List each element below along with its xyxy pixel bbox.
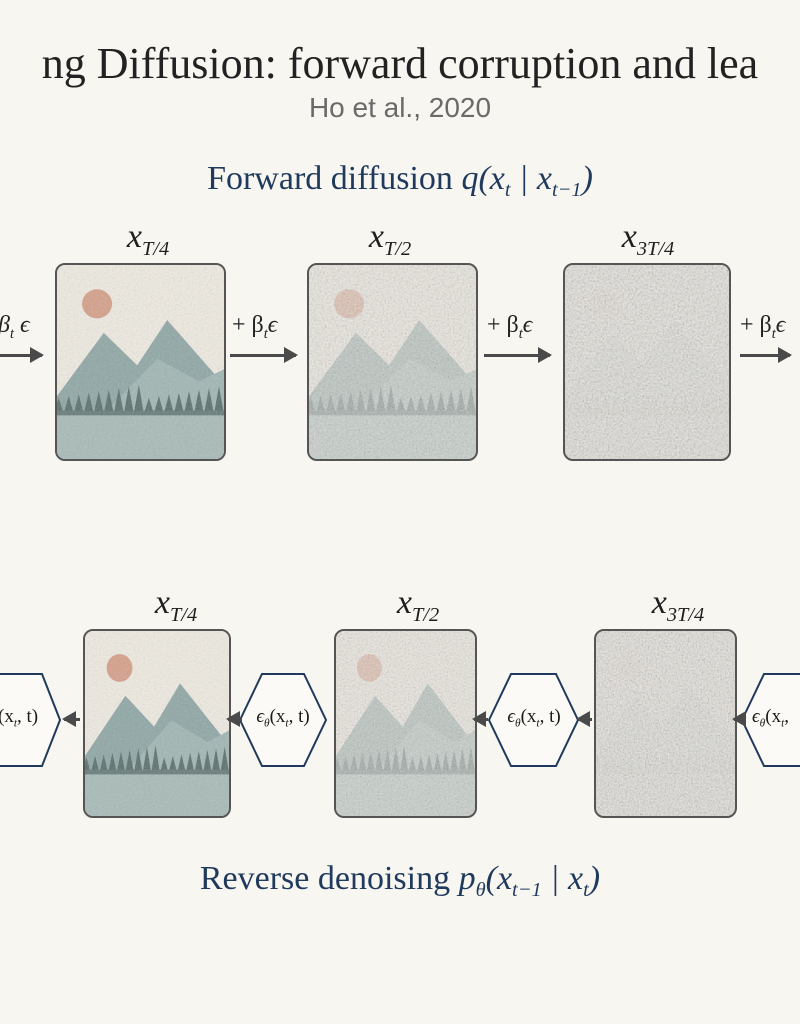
network-label-partial-left: (xt, t) [0, 706, 38, 730]
forward-arrow-3 [740, 347, 792, 363]
reverse-frame-label-1: xT/4 [96, 584, 256, 627]
network-label-1-close: , t) [288, 706, 310, 727]
forward-step-label-partial-left: βt ϵ [0, 312, 30, 343]
noise-overlay [85, 631, 229, 816]
reverse-arrow-2 [472, 711, 488, 727]
forward-arrow-0 [0, 347, 44, 363]
network-label-1: ϵθ(xt, t) [244, 706, 322, 730]
noise-overlay [565, 265, 729, 459]
reverse-title-text: Reverse denoising [199, 860, 459, 897]
reverse-arrow-1 [226, 711, 242, 727]
noise-overlay [596, 631, 735, 816]
forward-step-label-2-prefix: + β [487, 312, 519, 338]
forward-frame-label-1-sub: T/4 [141, 238, 170, 261]
noise-overlay [309, 265, 476, 459]
network-label-partial-right-theta: θ [759, 717, 766, 730]
forward-step-label-2-sub: t [518, 325, 523, 342]
reverse-frame-label-2-sub: T/2 [411, 604, 440, 627]
forward-step-label-3-sub: t [771, 325, 776, 342]
forward-step-label-1-suffix: ϵ [267, 312, 278, 338]
forward-step-label-3: + βtϵ [740, 312, 785, 343]
network-label-partial-right-eps: ϵ [752, 706, 760, 727]
reverse-arrow-4 [732, 711, 746, 727]
reverse-formula-mid: | x [541, 860, 584, 897]
network-label-partial-right-open: (x [765, 706, 782, 727]
page-title: ng Diffusion: forward corruption and lea [41, 39, 759, 88]
forward-formula-sub2: t−1 [551, 179, 582, 202]
noise-overlay [336, 631, 475, 816]
network-label-2-open: (x [520, 706, 537, 727]
reverse-arrow-0 [62, 711, 80, 727]
network-label-1-open: (x [269, 706, 286, 727]
forward-frame-label-1-base: x [126, 218, 142, 255]
forward-formula-sub1: t [504, 179, 511, 202]
network-label-2-sub: t [536, 717, 540, 730]
forward-title-text: Forward diffusion [207, 160, 462, 197]
reverse-frame-label-3-sub: 3T/4 [666, 604, 705, 627]
network-label-partial-right-close: , [784, 706, 790, 727]
reverse-frame-label-3-base: x [651, 584, 667, 621]
network-label-1-theta: θ [263, 717, 270, 730]
forward-step-label-1-prefix: + β [232, 312, 264, 338]
forward-step-label-1-sub: t [263, 325, 268, 342]
forward-step-label-3-suffix: ϵ [775, 312, 786, 338]
network-label-2-eps: ϵ [507, 706, 515, 727]
network-label-1-eps: ϵ [256, 706, 264, 727]
reverse-frame-label-2-base: x [396, 584, 412, 621]
network-label-partial-right: ϵθ(xt, [752, 706, 789, 730]
forward-step-label-2: + βtϵ [487, 312, 532, 343]
forward-frame-label-2-sub: T/2 [383, 238, 412, 261]
forward-step-label-partial-left-base: β [0, 312, 10, 338]
network-hexagon-partial-right [740, 673, 800, 767]
network-label-partial-left-sub: t [13, 717, 17, 730]
forward-frame-1-image [55, 263, 226, 461]
forward-frame-label-2-base: x [368, 218, 384, 255]
forward-arrow-2 [484, 347, 552, 363]
noise-overlay [57, 265, 224, 459]
reverse-frame-label-1-sub: T/4 [169, 604, 198, 627]
forward-frame-3-image [563, 263, 731, 461]
reverse-formula-theta: θ [475, 879, 486, 902]
forward-step-label-2-suffix: ϵ [522, 312, 533, 338]
forward-step-label-1: + βtϵ [232, 312, 277, 343]
forward-frame-label-3: x3T/4 [568, 218, 728, 261]
forward-step-label-partial-left-sub: t [9, 325, 14, 342]
reverse-arrow-3 [576, 711, 592, 727]
network-hexagon-partial-left [0, 673, 62, 767]
network-label-1-sub: t [285, 717, 289, 730]
citation-subtitle: Ho et al., 2020 [308, 92, 492, 123]
forward-formula-mid: | x [510, 160, 552, 197]
reverse-frame-3-image [594, 629, 737, 818]
reverse-section-title: Reverse denoising pθ(xt−1 | xt) [0, 860, 800, 902]
forward-step-label-partial-left-suffix: ϵ [13, 312, 30, 338]
forward-step-label-3-prefix: + β [740, 312, 772, 338]
reverse-frame-label-3: x3T/4 [598, 584, 758, 627]
network-label-partial-left-close: , t) [17, 706, 39, 727]
network-label-2-close: , t) [539, 706, 561, 727]
reverse-formula-p: p [458, 860, 476, 897]
forward-formula-q: q(x [461, 160, 505, 197]
forward-frame-label-3-base: x [621, 218, 637, 255]
reverse-frame-1-image [83, 629, 231, 818]
forward-section-title: Forward diffusion q(xt | xt−1) [0, 160, 800, 202]
reverse-formula-end: ) [588, 860, 601, 897]
forward-arrow-1 [230, 347, 298, 363]
reverse-network-hexagons [0, 673, 800, 767]
forward-frame-label-2: xT/2 [310, 218, 470, 261]
forward-formula-end: ) [581, 160, 593, 197]
network-label-partial-left-open: (x [0, 706, 14, 727]
forward-frame-2-image [307, 263, 478, 461]
reverse-formula-sub2: t [583, 879, 589, 902]
reverse-frame-2-image [334, 629, 477, 818]
reverse-frame-label-1-base: x [154, 584, 170, 621]
forward-frame-label-1: xT/4 [68, 218, 228, 261]
network-label-2: ϵθ(xt, t) [494, 706, 574, 730]
reverse-formula-open: (x [485, 860, 513, 897]
network-hexagon-1 [238, 673, 328, 767]
network-label-partial-right-sub: t [781, 717, 785, 730]
network-label-2-theta: θ [514, 717, 521, 730]
reverse-formula-sub1: t−1 [512, 879, 542, 902]
reverse-frame-label-2: xT/2 [338, 584, 498, 627]
forward-frame-label-3-sub: 3T/4 [636, 238, 675, 261]
